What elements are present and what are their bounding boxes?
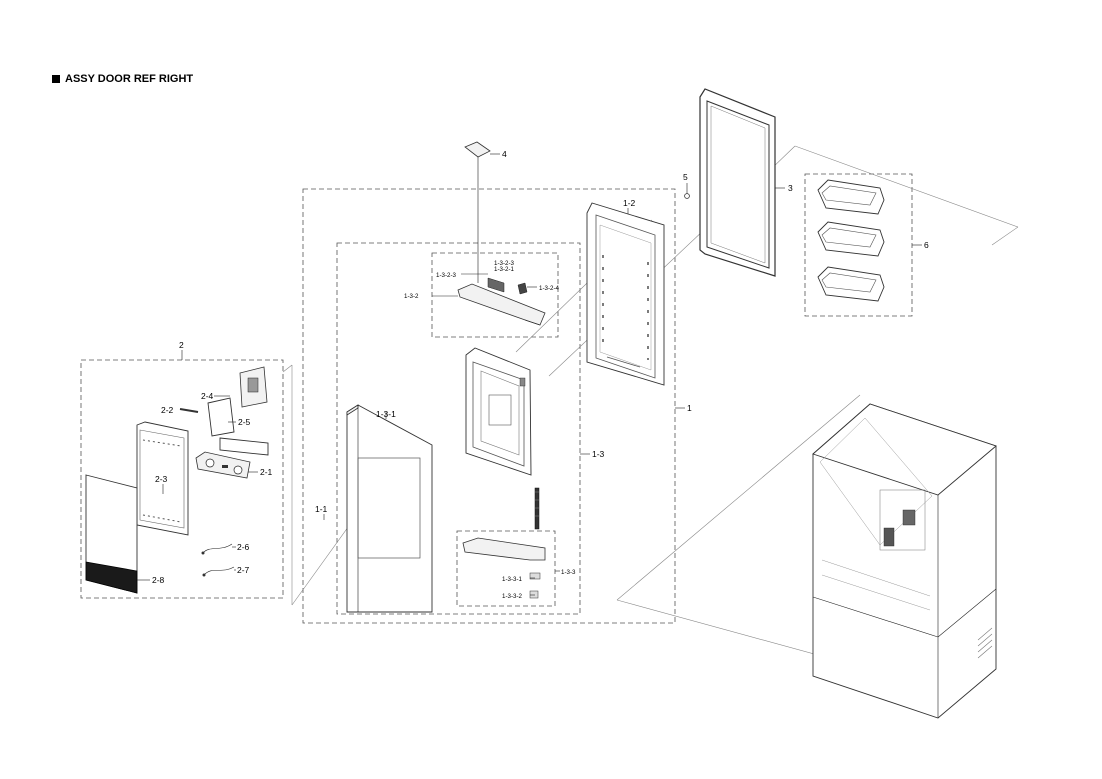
lower-bracket-assembly [462,537,546,599]
label-2-4: 2-4 [201,391,214,401]
display-bracket [239,366,268,408]
wire-harness-2 [202,566,235,577]
hinge-rod [534,487,540,530]
panel-board [207,397,235,437]
label-1-3-2-1: 1-3-2-1 [494,266,515,273]
label-1-3-2-4: 1-3-2-4 [539,285,560,292]
label-5: 5 [683,172,688,182]
label-1: 1 [687,403,692,413]
speaker-module [195,451,251,479]
refrigerator-cabinet [812,403,997,719]
small-cover-part [464,141,491,283]
door-gasket [699,88,776,277]
label-1-3: 1-3 [592,449,605,459]
label-1-3-3-2: 1-3-3-2 [502,593,523,600]
upper-bracket-assembly [457,277,546,326]
label-1-3-2-3-top: 1-3-2-3 [494,260,515,267]
door-liner [586,202,665,386]
group-box-1-3 [336,242,581,615]
label-4: 4 [502,149,507,159]
label-3: 3 [788,183,793,193]
label-1-3-3: 1-3-3 [561,569,576,576]
inner-door-frame [465,347,532,476]
label-2-1: 2-1 [260,467,273,477]
label-1-3-3-1: 1-3-3-1 [502,576,523,583]
cover-strip [219,437,269,456]
square-bullet-icon [52,75,60,83]
group-box-1-3-2 [431,252,559,338]
door-outer-panel [346,404,433,613]
door-cover-panel [85,474,138,594]
label-2-8: 2-8 [152,575,165,585]
label-1-3-2-3: 1-3-2-3 [436,272,457,279]
group-box-1-3-3 [456,530,556,607]
label-2: 2 [179,340,184,350]
group-box-1 [302,188,676,624]
label-1-3-2: 1-3-2 [404,293,419,300]
label-1-2: 1-2 [623,198,636,208]
door-bin-top [817,179,885,215]
label-1-3-1: 1-3-1 [376,409,396,419]
door-bin-middle [817,221,885,257]
diagram-title: ASSY DOOR REF RIGHT [52,73,193,85]
label-1-1: 1-1 [315,504,328,514]
screw-part [684,193,690,199]
door-bin-bottom [817,266,885,302]
label-2-7: 2-7 [237,565,250,575]
leader-lines [137,153,922,596]
wire-harness-1 [201,543,233,555]
diagram-title-text: ASSY DOOR REF RIGHT [65,73,194,85]
small-pin-part [179,408,199,413]
label-2-2: 2-2 [161,405,174,415]
label-2-6: 2-6 [237,542,250,552]
label-2-3: 2-3 [155,474,168,484]
label-2-5: 2-5 [238,417,251,427]
control-panel-frame [136,421,189,536]
part-labels: 4 5 3 6 1 1-2 1-3 1-3-1 1-1 1-3-2 1-3-2-… [152,149,929,600]
door-bins [817,179,885,302]
label-6: 6 [924,240,929,250]
